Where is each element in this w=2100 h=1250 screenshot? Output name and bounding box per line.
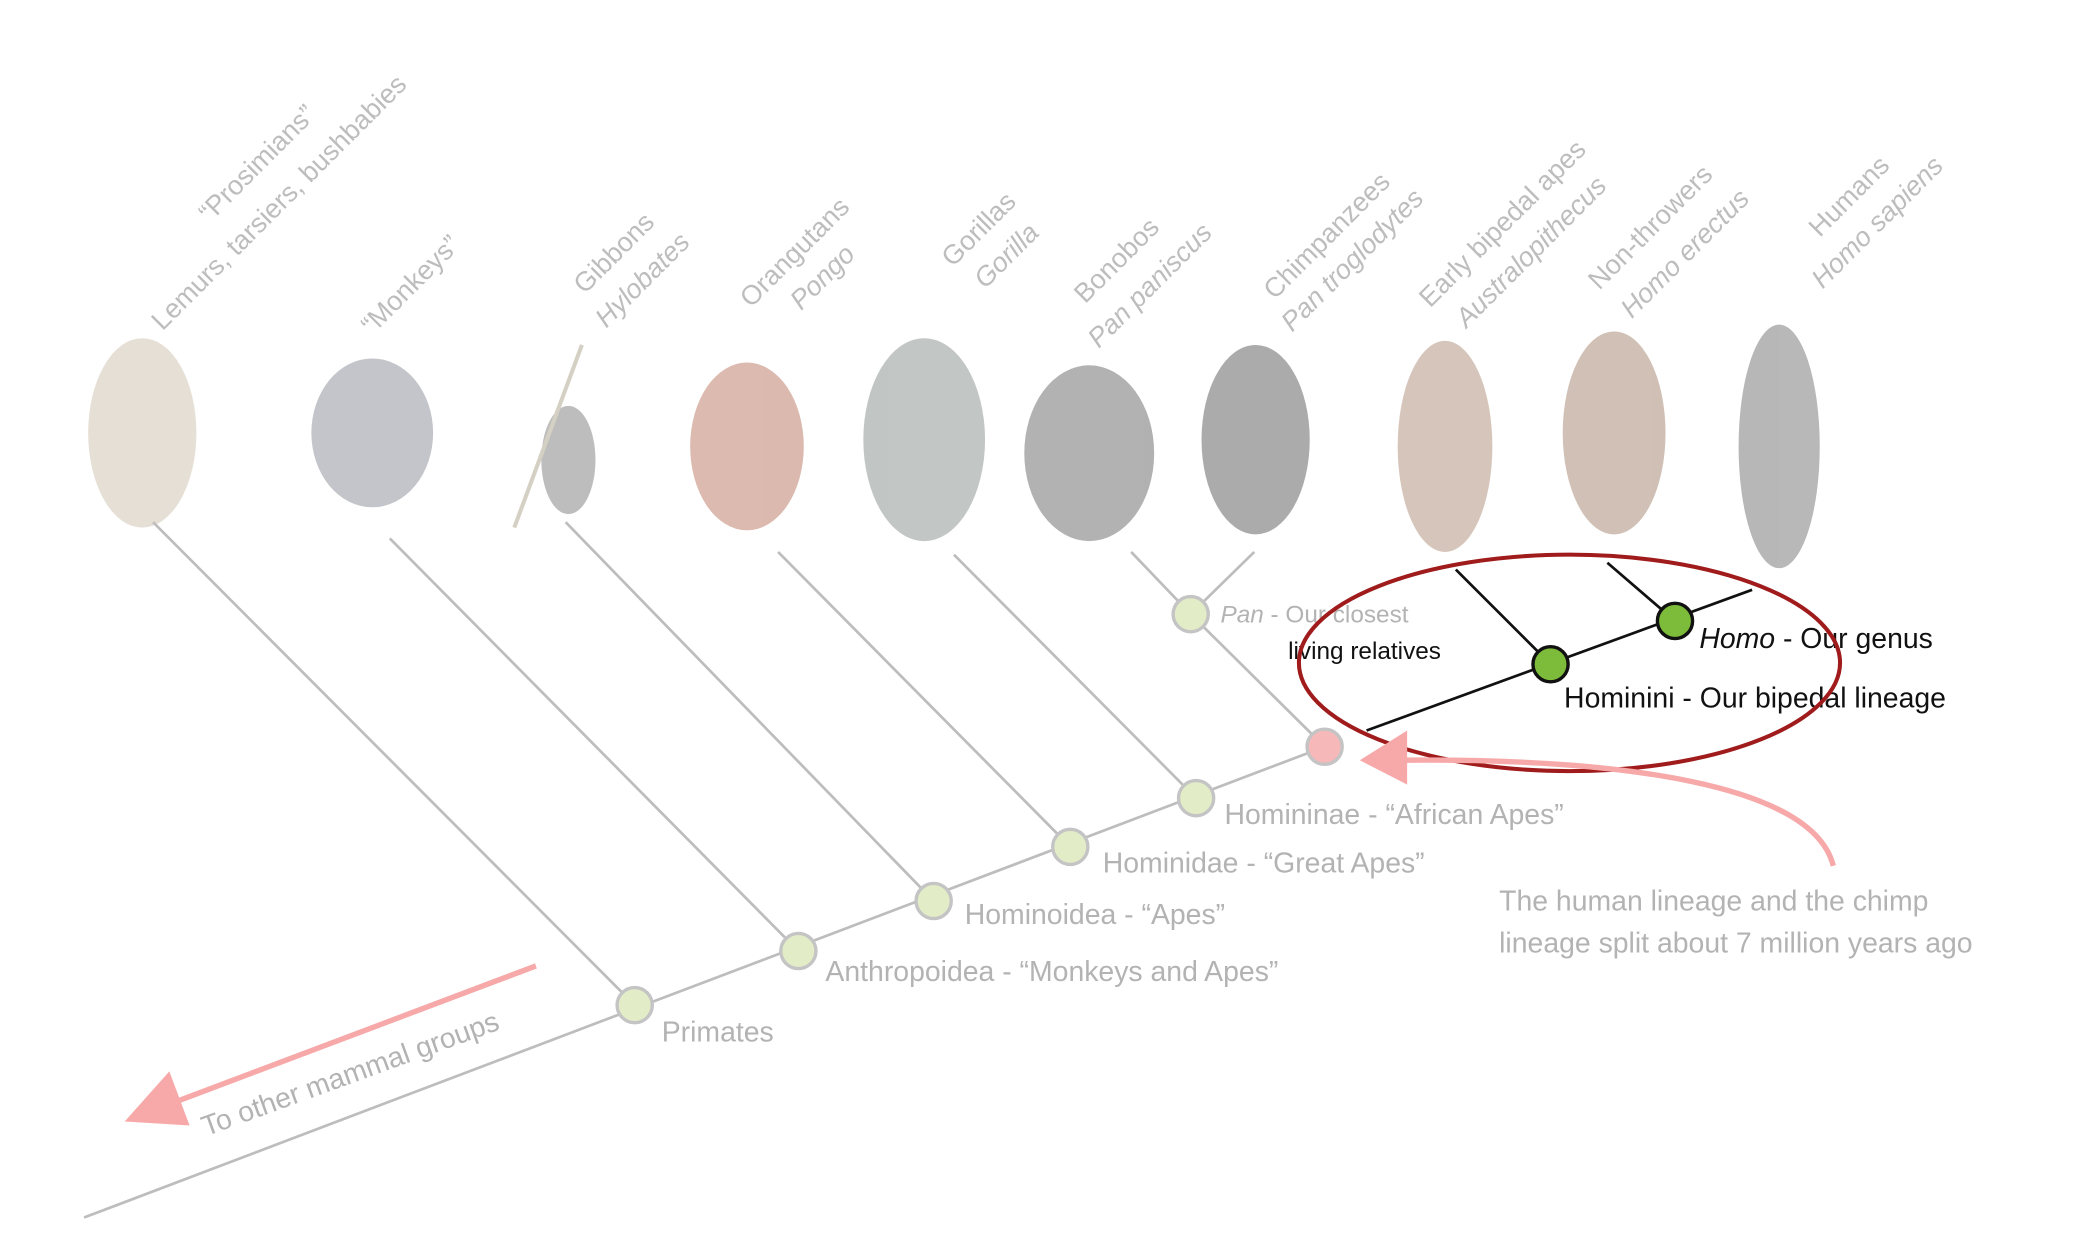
branch-monkeys (388, 537, 800, 952)
split-annotation-arrow (1393, 757, 1836, 867)
label-homo: Homo - Our genus (1699, 623, 1933, 655)
label-homininae: Homininae - “African Apes” (1225, 799, 1564, 831)
other-groups-arrow (154, 963, 537, 1112)
node-homininae (1176, 778, 1216, 818)
label-hominidae: Hominidae - “Great Apes” (1103, 848, 1425, 880)
node-anthropoidea (779, 931, 818, 971)
branch-gibbons (564, 521, 935, 902)
split-arrowhead (1359, 730, 1408, 785)
node-pan (1171, 594, 1210, 634)
node-primates (615, 985, 654, 1025)
node-hominini (1531, 644, 1570, 684)
node-hominoidea (914, 881, 953, 921)
split-annotation-line2: lineage split about 7 million years ago (1499, 927, 1972, 959)
taxon-label-monkeys: “Monkeys” (355, 229, 465, 339)
branch-australopithecus (1454, 568, 1552, 666)
node-homo (1655, 601, 1695, 641)
human-figure (1738, 324, 1820, 569)
orangutan-figure (690, 362, 804, 531)
other-groups-arrowhead (124, 1071, 190, 1126)
taxon-sublabel-prosimians: Lemurs, tarsiers, bushbabies (146, 69, 413, 336)
trunk-line (83, 745, 1326, 1219)
australopithecus-figure (1397, 340, 1493, 552)
label-anthropoidea: Anthropoidea - “Monkeys and Apes” (825, 956, 1278, 988)
gibbon-branch (512, 344, 584, 529)
label-primates: Primates (662, 1017, 774, 1049)
node-hominidae (1051, 827, 1090, 867)
gorilla-figure (863, 338, 986, 542)
label-hominini: Hominini - Our bipedal lineage (1564, 683, 1946, 715)
lemur-figure (88, 338, 197, 528)
nodes (615, 594, 1344, 1025)
label-pan-genus: Pan (1220, 601, 1263, 628)
node-human-chimp-split (1305, 727, 1344, 767)
monkey-figure (311, 358, 434, 508)
taxon-labels: “Prosimians” Lemurs, tarsiers, bushbabie… (146, 69, 1949, 353)
hominin-highlight-ellipse (1296, 552, 1843, 774)
label-pan-desc: - Our closest (1264, 601, 1409, 628)
label-homo-desc: - Our genus (1775, 623, 1933, 655)
chimpanzee-figure (1201, 344, 1310, 535)
homo-erectus-figure (1562, 331, 1666, 535)
split-annotation-line1: The human lineage and the chimp (1499, 885, 1928, 917)
label-pan-line2: living relatives (1288, 638, 1441, 665)
gibbon-figure (541, 405, 596, 515)
label-homo-genus: Homo (1699, 623, 1775, 655)
branch-gorillas (952, 553, 1198, 800)
bonobo-figure (1024, 365, 1155, 542)
branch-orangutans (777, 550, 1072, 848)
label-hominoidea: Hominoidea - “Apes” (965, 899, 1225, 931)
animal-figures (88, 324, 1820, 569)
branch-pan (1189, 613, 1326, 748)
branch-prosimians (152, 521, 636, 1007)
